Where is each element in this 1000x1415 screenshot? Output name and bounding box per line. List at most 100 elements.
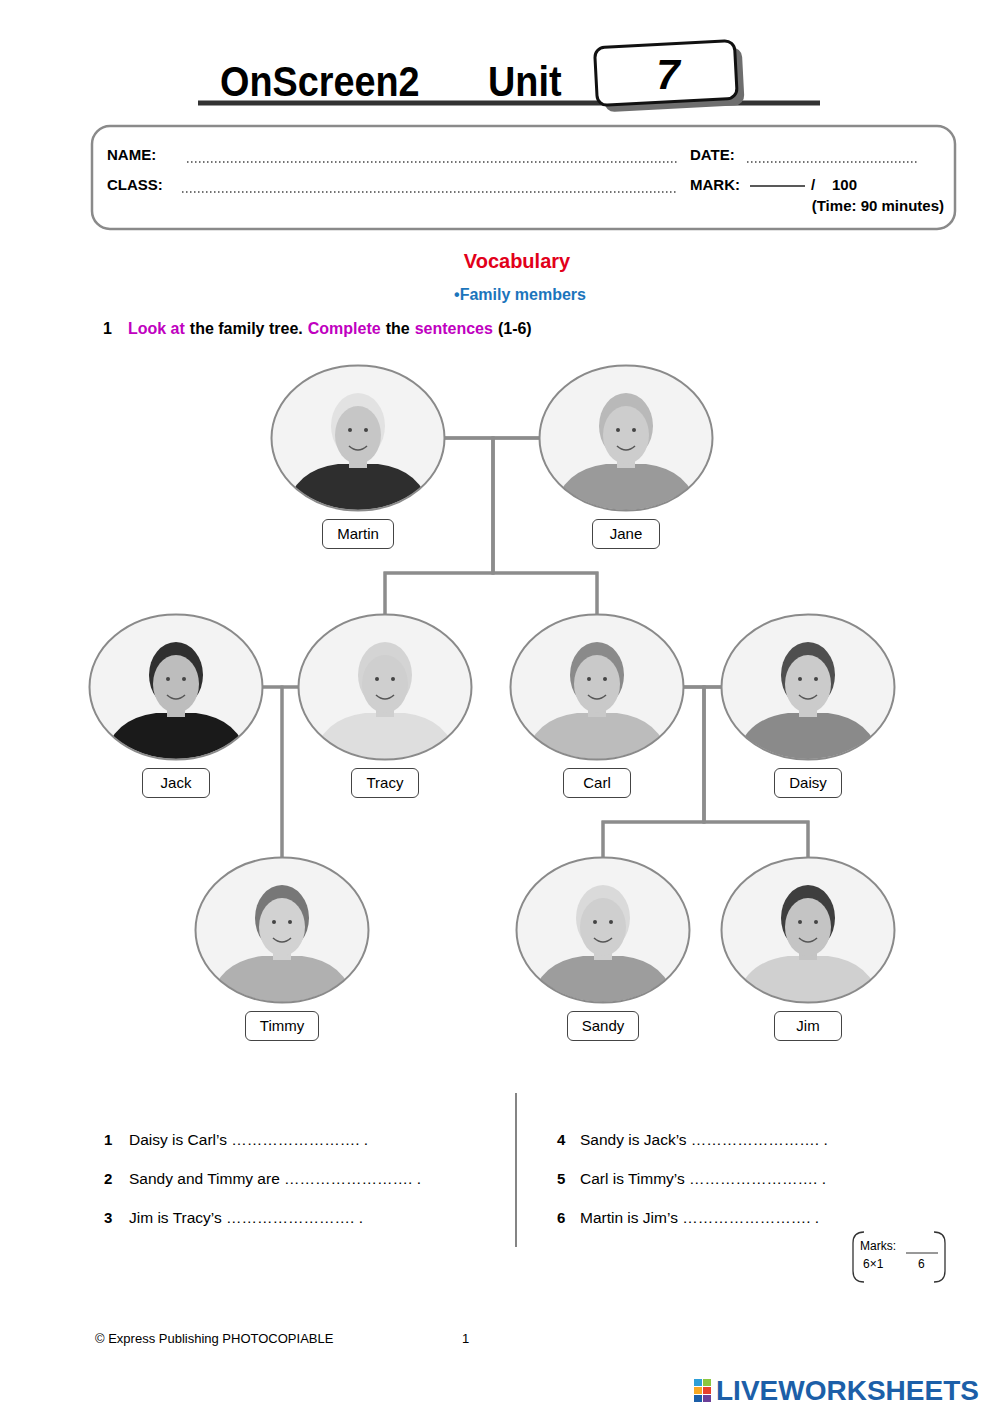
- portrait-eye: [288, 920, 292, 924]
- portrait-outline: [196, 858, 369, 1003]
- name-label-box: Daisy: [774, 768, 842, 798]
- portrait-figure: [286, 393, 430, 512]
- portrait-shoulders: [313, 713, 457, 761]
- portrait-outline: [511, 615, 684, 760]
- portrait-eye: [348, 428, 352, 432]
- portrait-outline: [517, 858, 690, 1003]
- portrait-oval: [509, 613, 685, 761]
- portrait-smile: [799, 938, 817, 942]
- portrait-oval: [720, 856, 896, 1004]
- marks-total: 6: [918, 1257, 925, 1271]
- page-number: 1: [462, 1331, 469, 1347]
- portrait-oval: [297, 613, 473, 761]
- family-member: Martin: [270, 364, 446, 549]
- portrait-smile: [167, 695, 185, 699]
- instruction-text: (1-6): [498, 319, 532, 338]
- portrait-outline: [299, 615, 472, 760]
- person-name: Carl: [583, 774, 611, 791]
- portrait-shoulders: [525, 713, 669, 761]
- name-label-box: Jack: [142, 768, 210, 798]
- portrait-eye: [391, 677, 395, 681]
- instruction-text: the family tree.: [190, 319, 303, 338]
- portrait-eye: [814, 677, 818, 681]
- portrait-eye: [632, 428, 636, 432]
- portrait-face: [785, 655, 831, 713]
- class-dotted-line: [182, 191, 677, 193]
- family-line: [282, 687, 298, 857]
- name-label-box: Jane: [592, 519, 660, 549]
- sentence-text: Carl is Timmy’s ……………………. .: [580, 1170, 826, 1189]
- sentence-text: Sandy is Jack’s ……………………. .: [580, 1131, 828, 1150]
- portrait-smile: [799, 695, 817, 699]
- name-dotted-line: [187, 161, 677, 163]
- portrait-oval: [88, 613, 264, 761]
- form-field-label: DATE:: [690, 146, 735, 164]
- portrait-smile: [588, 695, 606, 699]
- family-member: Timmy: [194, 856, 370, 1041]
- name-label-box: Martin: [322, 519, 394, 549]
- form-field-label: CLASS:: [107, 176, 163, 194]
- mark-slash: /: [811, 176, 815, 194]
- portrait-face: [335, 406, 381, 464]
- person-name: Jim: [796, 1017, 819, 1034]
- portrait-figure: [736, 885, 880, 1004]
- mark-blank-line: [750, 185, 805, 186]
- portrait-shoulders: [286, 464, 430, 512]
- name-label-box: Carl: [563, 768, 631, 798]
- portrait-smile: [273, 938, 291, 942]
- person-name: Tracy: [367, 774, 404, 791]
- unit-number: 7: [656, 50, 679, 100]
- series-title: OnScreen2: [220, 57, 420, 107]
- section-subheading: •Family members: [454, 285, 586, 304]
- family-member: Tracy: [297, 613, 473, 798]
- portrait-shoulders: [736, 956, 880, 1004]
- name-label-box: Sandy: [567, 1011, 640, 1041]
- family-member: Daisy: [720, 613, 896, 798]
- instruction-text: Complete: [308, 319, 381, 338]
- name-label-box: Jim: [774, 1011, 842, 1041]
- unit-badge-box: [594, 40, 737, 105]
- person-name: Jane: [610, 525, 643, 542]
- portrait-smile: [349, 446, 367, 450]
- portrait-eye: [375, 677, 379, 681]
- portrait-oval: [720, 613, 896, 761]
- time-note: (Time: 90 minutes): [812, 197, 944, 215]
- logo-square: [694, 1379, 702, 1386]
- portrait-oval: [270, 364, 446, 512]
- portrait-figure: [525, 642, 669, 761]
- sentence-text: Martin is Jim’s ……………………. .: [580, 1209, 819, 1228]
- marks-label: Marks:: [860, 1239, 896, 1253]
- portrait-outline: [272, 366, 445, 511]
- marks-bracket-right: [934, 1232, 945, 1282]
- portrait-eye: [587, 677, 591, 681]
- portrait-figure: [531, 885, 675, 1004]
- item-number: 1: [104, 1131, 112, 1149]
- instruction-text: the: [386, 319, 410, 338]
- portrait-shoulders: [210, 956, 354, 1004]
- date-dotted-line: [747, 161, 917, 163]
- marks-formula: 6×1: [863, 1257, 883, 1271]
- sentence-text: Daisy is Carl’s ……………………. .: [129, 1131, 368, 1150]
- logo-square: [703, 1395, 711, 1402]
- portrait-eye: [272, 920, 276, 924]
- portrait-shoulders: [531, 956, 675, 1004]
- family-member: Carl: [509, 613, 685, 798]
- item-number: 6: [557, 1209, 565, 1227]
- logo-square: [694, 1387, 702, 1394]
- portrait-face: [603, 406, 649, 464]
- portrait-smile: [617, 446, 635, 450]
- portrait-oval: [515, 856, 691, 1004]
- portrait-figure: [104, 642, 248, 761]
- person-name: Martin: [337, 525, 379, 542]
- portrait-figure: [210, 885, 354, 1004]
- item-number: 2: [104, 1170, 112, 1188]
- person-name: Sandy: [582, 1017, 625, 1034]
- instruction-text: Look at: [128, 319, 185, 338]
- person-name: Daisy: [789, 774, 827, 791]
- portrait-figure: [313, 642, 457, 761]
- portrait-oval: [194, 856, 370, 1004]
- family-member: Jack: [88, 613, 264, 798]
- logo-square: [703, 1379, 711, 1386]
- logo-icon: [694, 1379, 711, 1402]
- portrait-face: [362, 655, 408, 713]
